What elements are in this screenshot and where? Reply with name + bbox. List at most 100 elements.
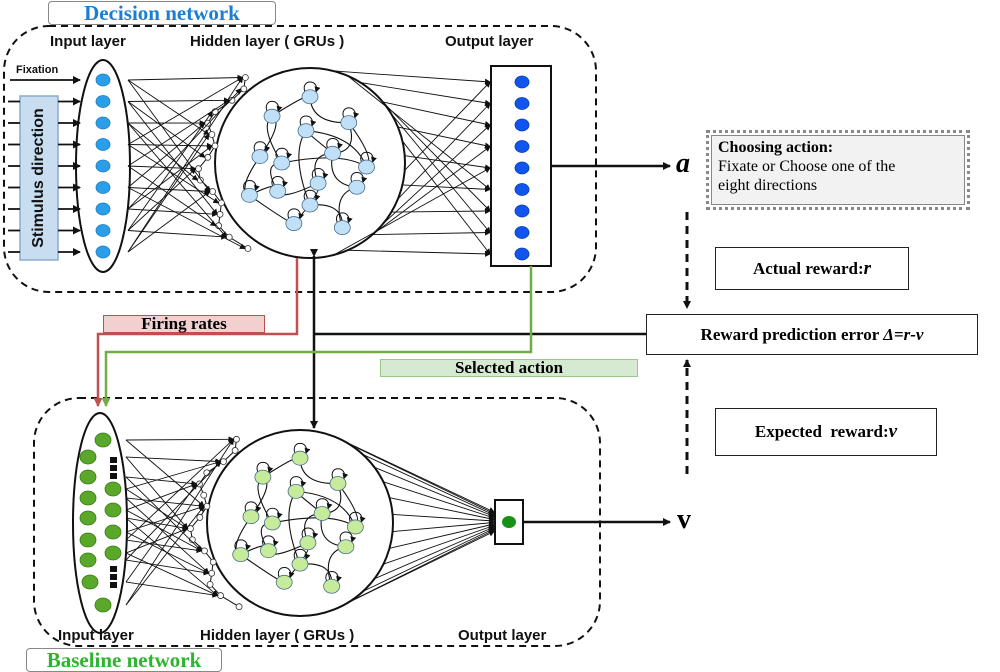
baseline-input-connection <box>125 509 203 552</box>
decision-self-loop <box>299 115 317 127</box>
baseline-input-unit <box>104 502 122 518</box>
decision-network-region <box>3 25 597 293</box>
baseline-gru-unit <box>291 450 309 466</box>
baseline-input-connection <box>125 439 205 507</box>
decision-input-connection <box>127 76 244 145</box>
decision-self-loop <box>275 147 293 159</box>
decision-input-connection <box>127 97 230 104</box>
decision-hidden-layer-label: Hidden layer ( GRUs ) <box>190 33 345 50</box>
expected-reward-label: Expected reward: <box>754 422 889 441</box>
decision-synapse-node <box>216 210 224 218</box>
baseline-gru-unit <box>242 509 260 525</box>
actual-reward-label: Actual reward: <box>752 258 864 278</box>
baseline-gru-unit <box>337 539 355 555</box>
baseline-gru-unit <box>259 543 277 559</box>
decision-output-unit <box>514 226 530 239</box>
expected-reward-symbol: v <box>888 421 898 442</box>
decision-input-unit <box>95 116 111 130</box>
baseline-input-connection <box>125 476 203 552</box>
choosing-action-line2: eight directions <box>718 177 818 194</box>
reward-prediction-error-box: Reward prediction error Δ=r-v <box>646 314 978 355</box>
decision-output-connection <box>382 124 491 225</box>
decision-gru-unit <box>301 197 319 213</box>
baseline-output-connection <box>334 436 495 513</box>
ellipsis-marker <box>110 473 117 479</box>
baseline-input-unit <box>94 597 112 613</box>
baseline-input-connection <box>125 483 198 583</box>
decision-input-connection <box>127 76 243 253</box>
decision-gru-unit <box>333 220 351 236</box>
decision-self-loop <box>360 151 377 163</box>
baseline-output-layer-label: Output layer <box>458 627 547 644</box>
decision-synapse-node <box>209 188 217 195</box>
decision-output-unit <box>514 247 530 261</box>
decision-synapse-node <box>208 131 216 138</box>
decision-gru-unit <box>297 123 315 139</box>
decision-input-connection <box>127 165 197 172</box>
baseline-input-connection <box>125 504 205 533</box>
baseline-output-connection <box>392 519 495 532</box>
decision-input-connection <box>127 101 206 158</box>
decision-gru-unit <box>348 179 366 195</box>
baseline-synapse-node <box>233 435 240 443</box>
decision-gru-unit <box>273 155 291 171</box>
baseline-self-loop <box>315 498 333 510</box>
choosing-action-box: Choosing action: Fixate or Choose one of… <box>706 130 970 210</box>
decision-output-connection <box>347 249 491 257</box>
baseline-output-connection <box>349 443 495 515</box>
decision-self-loop <box>243 180 260 192</box>
decision-input-unit <box>95 159 111 173</box>
decision-output-connection <box>347 75 491 191</box>
decision-output-unit <box>514 204 530 218</box>
rpe-formula: Δ=r-v <box>883 324 924 344</box>
ellipsis-marker <box>110 457 117 463</box>
stimulus-direction-box <box>19 95 59 261</box>
decision-input-unit <box>95 73 111 87</box>
decision-self-loop <box>271 176 289 188</box>
baseline-gru-unit <box>254 469 272 485</box>
decision-output-connection <box>402 140 491 255</box>
decision-gru-unit <box>269 183 287 199</box>
decision-gru-unit <box>251 149 269 164</box>
decision-output-unit <box>514 97 530 110</box>
baseline-input-connection <box>125 581 219 598</box>
baseline-gru-unit <box>232 547 250 563</box>
baseline-gru-unit <box>263 515 281 531</box>
baseline-chain-link <box>220 595 240 608</box>
decision-self-loop <box>326 138 343 150</box>
baseline-input-unit <box>104 545 122 561</box>
decision-gru-unit <box>340 115 358 131</box>
baseline-gru-unit <box>275 574 293 590</box>
ellipsis-marker <box>110 566 117 572</box>
baseline-input-connection <box>125 517 219 597</box>
baseline-output-connection <box>392 514 495 524</box>
baseline-self-loop <box>325 571 342 583</box>
ellipsis-marker <box>110 574 117 580</box>
decision-input-unit <box>95 181 111 194</box>
decision-network-title: Decision network <box>48 1 276 25</box>
decision-gru-unit <box>301 89 319 105</box>
baseline-input-connection <box>125 460 222 490</box>
baseline-synapse-node <box>231 447 239 454</box>
decision-gru-unit <box>309 175 327 191</box>
baseline-self-loop <box>301 527 319 539</box>
baseline-self-loop <box>293 548 311 561</box>
decision-input-connection <box>127 101 218 216</box>
decision-input-connection <box>127 122 199 181</box>
baseline-input-connection <box>125 456 222 465</box>
decision-output-connection <box>333 70 491 85</box>
baseline-input-unit <box>104 481 122 497</box>
baseline-input-connection <box>125 539 203 554</box>
firing-rates-tag: Firing rates <box>103 315 265 333</box>
expected-reward-box: Expected reward:v <box>715 408 937 456</box>
baseline-synapse-node <box>200 491 208 499</box>
decision-self-loop <box>336 212 353 224</box>
baseline-output-connection <box>383 481 495 520</box>
baseline-gru-unit <box>287 483 305 499</box>
baseline-input-layer-label: Input layer <box>58 627 134 644</box>
baseline-gru-unit <box>299 535 317 551</box>
baseline-output-connection <box>374 526 495 580</box>
decision-input-unit <box>95 245 111 259</box>
baseline-self-loop <box>349 511 366 523</box>
